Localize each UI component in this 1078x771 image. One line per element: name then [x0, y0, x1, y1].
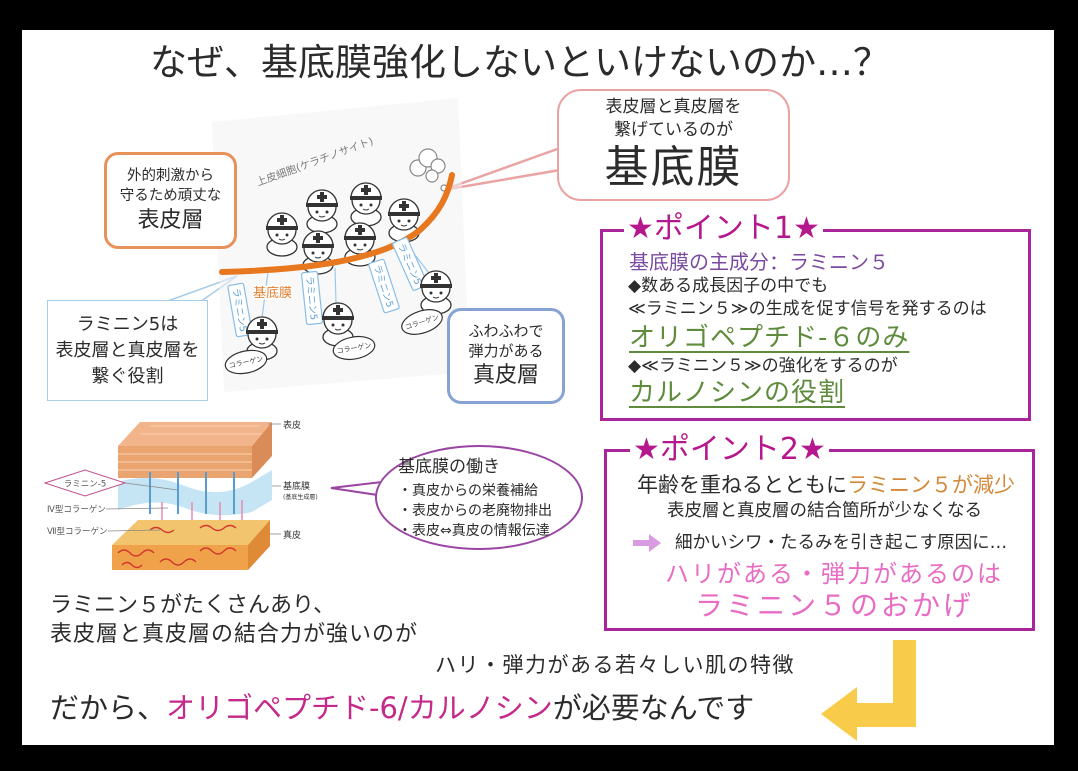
laminin-diamond: [43, 469, 127, 497]
fibroblast-figure: [419, 270, 453, 315]
collagen-sack: コラーゲン: [401, 309, 443, 335]
firmness-line: ハリがある・弾力があるのは: [665, 560, 1003, 588]
dermis-top: [112, 520, 270, 545]
basement-label: 基底膜: [283, 480, 310, 492]
conclusion-prefix: だから、: [50, 691, 167, 725]
oligopeptide-highlight: オリゴペプチド-６のみ: [629, 323, 910, 353]
callout-emphasis: 表皮層: [137, 207, 204, 233]
basement-functions-callout: 基底膜の働き ・真皮からの栄養補給 ・表皮からの老廃物排出 ・表皮⇔真皮の情報伝…: [375, 445, 583, 550]
diagram-leader-lines: [105, 423, 281, 535]
basement-membrane-bubble: 表皮層と真皮層を 繋げているのが 基底膜: [557, 89, 790, 201]
callout-line: 外的刺激から: [127, 167, 214, 184]
aging-text: 年齢を重ねるとともに: [637, 473, 847, 497]
callout-line: 弾力がある: [468, 342, 544, 360]
bubble-line: 繋げているのが: [614, 120, 733, 140]
point2-heading: ★ポイント2★: [630, 432, 829, 468]
laminin-tag: ラミニン5: [227, 282, 253, 338]
membrane-label: 基底膜: [253, 285, 292, 301]
page-title: なぜ、基底膜強化しないといけないのか…？: [150, 41, 890, 84]
collagen-vii-label: Ⅶ型コラーゲン: [47, 526, 108, 537]
point2-line: 細かいシワ・たるみを引き起こす原因に…: [675, 533, 1008, 553]
callout-line: 繋ぐ役割: [91, 365, 164, 387]
aging-line: 年齢を重ねるとともにラミニン５が減少: [637, 472, 1015, 499]
epidermis-callout: 外的刺激から 守るため頑丈な 表皮層: [104, 152, 237, 249]
epidermis-side: [252, 422, 272, 478]
laminin-credit-line: ラミニン５のおかげ: [695, 589, 975, 622]
bubble-emphasis: 基底膜: [604, 142, 743, 193]
dermis-fibers: [117, 524, 237, 569]
summary-line: ラミニン５がたくさんあり、: [50, 593, 336, 618]
point1-heading: ★ポイント1★: [624, 211, 823, 247]
basement-note: (基底生成層): [283, 493, 318, 501]
collagen-sack: コラーゲン: [332, 335, 376, 361]
summary-line: ハリ・弾力がある若々しい肌の特徴: [435, 653, 795, 677]
point2-box: ★ポイント2★ 年齢を重ねるとともにラミニン５が減少 表皮層と真皮層の結合箇所が…: [604, 432, 1035, 631]
skin-cross-section: 表皮 基底膜 (基底生成層) 真皮 ラミニン-5 Ⅳ型コラーゲン Ⅶ型コラーゲン: [43, 419, 318, 570]
bubble-line: 表皮層と真皮層を: [605, 97, 742, 117]
keratinocyte-figure: [305, 189, 339, 234]
callout-emphasis: 真皮層: [472, 363, 539, 388]
collagen-iv-label: Ⅳ型コラーゲン: [47, 504, 106, 515]
dermis-side: [248, 520, 270, 570]
bent-arrow-icon: [821, 640, 916, 741]
point2-line: 表皮層と真皮層の結合箇所が少なくなる: [667, 501, 982, 521]
main-component-text: 基底膜の主成分：ラミニン５: [629, 250, 889, 274]
functions-title: 基底膜の働き: [398, 457, 500, 477]
keratinocyte-illustration: 上皮細胞(ケラチノサイト) ラミニン5 ラミニン5: [212, 98, 470, 392]
keratinocyte-figure: [265, 212, 299, 257]
functions-item: ・真皮からの栄養補給: [398, 483, 538, 499]
arrow-right-icon: [633, 534, 661, 552]
epidermis-label: 表皮: [283, 419, 301, 431]
point1-line: ≪ラミニン５≫の生成を促す信号を発するのは: [628, 299, 987, 319]
callout-line: 守るため頑丈な: [119, 187, 222, 204]
epidermis-cells: [118, 425, 262, 471]
keratinocyte-figure: [349, 182, 383, 227]
functions-item: ・表皮⇔真皮の情報伝達: [398, 523, 550, 539]
laminin-decrease-text: ラミニン５が減少: [847, 473, 1015, 497]
conclusion-line: だから、オリゴペプチド-6/カルノシンが必要なんです: [50, 690, 754, 726]
callout-line: 表皮層と真皮層を: [55, 339, 200, 361]
steam-cloud-icon: [409, 148, 448, 192]
summary-line: 表皮層と真皮層の結合力が強いのが: [50, 622, 419, 647]
conclusion-suffix: が必要なんです: [552, 691, 755, 725]
carnosine-highlight: カルノシンの役割: [629, 378, 846, 408]
svg-text:ラミニン5: ラミニン5: [303, 276, 319, 321]
callout-line: ふわふわで: [468, 322, 544, 340]
functions-item: ・表皮からの老廃物排出: [398, 503, 552, 519]
point1-line: ◆数ある成長因子の中でも: [628, 276, 829, 296]
callout-line: ラミニン5は: [76, 313, 179, 335]
laminin-callout: ラミニン5は 表皮層と真皮層を 繋ぐ役割: [47, 300, 208, 401]
laminin-diagram-label: ラミニン-5: [64, 480, 106, 490]
collagen-iv-fibers: [149, 472, 235, 514]
point1-line: ◆≪ラミニン５≫の強化をするのが: [628, 356, 898, 376]
conclusion-highlight: オリゴペプチド-6/カルノシン: [166, 691, 553, 725]
collagen-sack: コラーゲン: [224, 349, 268, 375]
point1-box: ★ポイント1★ 基底膜の主成分：ラミニン５ ◆数ある成長因子の中でも ≪ラミニン…: [600, 211, 1031, 421]
laminin-tag: ラミニン5: [300, 270, 324, 326]
dermis-callout: ふわふわで 弾力がある 真皮層: [447, 308, 565, 404]
dermis-label: 真皮: [283, 529, 301, 541]
